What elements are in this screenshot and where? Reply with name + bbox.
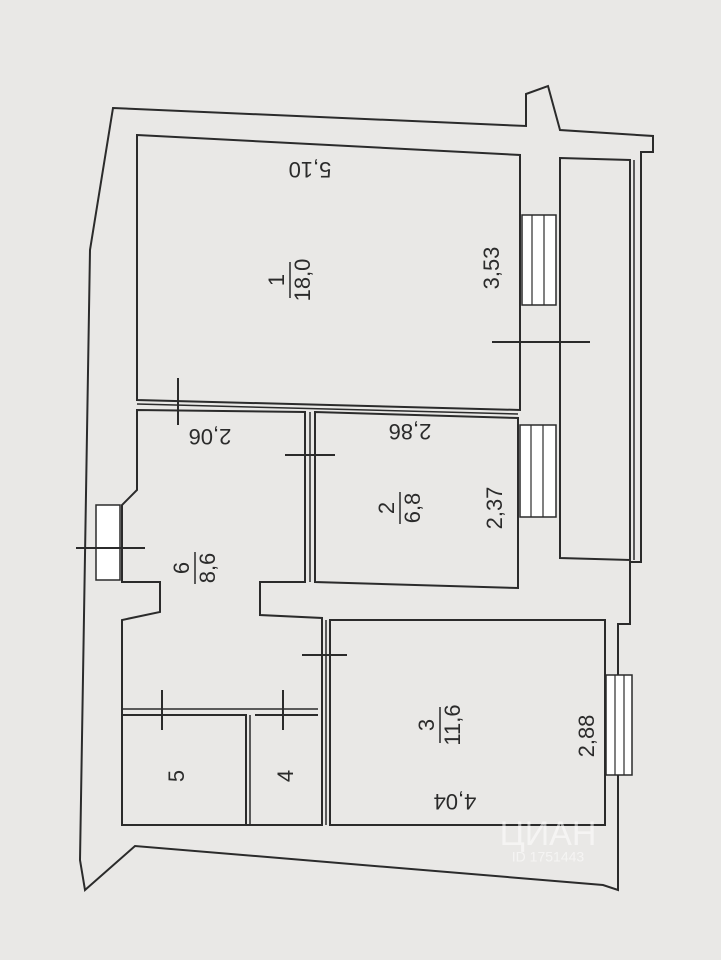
inner-wall-hall [121, 408, 323, 826]
dim-room3-width: 2,88 [574, 715, 599, 758]
room-5-number: 5 [164, 770, 189, 782]
room-2-area: 6,8 [400, 493, 425, 524]
dim-hall-length: 2,06 [189, 424, 232, 449]
dim-room3-length: 4,04 [434, 789, 477, 814]
room-6-number: 6 [169, 562, 194, 574]
partition-line [136, 403, 519, 415]
dim-room1-length: 5,10 [289, 157, 332, 182]
watermark-brand: ЦИАН [500, 815, 597, 853]
room-1-area: 18,0 [290, 259, 315, 302]
room-6-area: 8,6 [195, 553, 220, 584]
room-3-area: 11,6 [440, 704, 465, 745]
dim-room1-width: 3,53 [479, 247, 504, 290]
door-entrance [95, 504, 121, 581]
window-room2 [519, 424, 557, 518]
inner-wall-room3 [329, 619, 606, 826]
dim-room2-width: 2,37 [482, 487, 507, 530]
watermark-id: ID 1751443 [512, 849, 585, 865]
inner-wall-room1 [136, 133, 521, 412]
room-4-number: 4 [273, 770, 298, 782]
room-3-number: 3 [414, 719, 439, 731]
room-1-number: 1 [264, 274, 289, 286]
window-room3 [605, 674, 633, 776]
inner-wall-room5 [122, 714, 247, 825]
outer-wall [78, 84, 654, 892]
inner-wall-room2 [314, 410, 519, 590]
window-room1 [521, 214, 557, 306]
inner-wall-balcony [559, 156, 631, 562]
room-2-number: 2 [374, 502, 399, 514]
dim-room2-length: 2,86 [389, 419, 432, 444]
